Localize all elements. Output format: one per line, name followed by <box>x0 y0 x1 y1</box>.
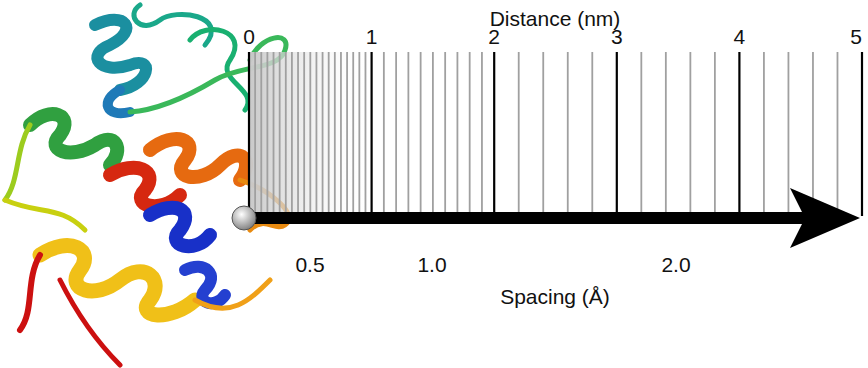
major-tick <box>861 52 863 216</box>
minor-tick <box>420 52 422 216</box>
minor-tick <box>383 52 385 216</box>
minor-tick <box>260 52 262 216</box>
minor-tick <box>328 52 330 216</box>
minor-tick <box>481 52 483 216</box>
minor-tick <box>640 52 642 216</box>
minor-tick <box>407 52 409 216</box>
minor-tick <box>763 52 765 216</box>
minor-tick <box>358 52 360 216</box>
major-tick <box>371 52 373 216</box>
major-tick <box>616 52 618 216</box>
axis-arrow-shaft <box>248 212 808 224</box>
spacing-label: 2.0 <box>661 254 690 275</box>
minor-tick <box>254 52 256 216</box>
minor-tick <box>591 52 593 216</box>
minor-tick <box>346 52 348 216</box>
protein-ribbon <box>5 5 289 365</box>
tick-label: 5 <box>850 26 862 47</box>
minor-tick <box>714 52 716 216</box>
major-tick <box>248 52 250 216</box>
minor-tick <box>518 52 520 216</box>
minor-tick <box>812 52 814 216</box>
minor-tick <box>837 52 839 216</box>
axis-title: Distance (nm) <box>490 8 621 29</box>
minor-tick <box>303 52 305 216</box>
minor-tick <box>316 52 318 216</box>
minor-tick <box>395 52 397 216</box>
minor-tick <box>297 52 299 216</box>
minor-tick <box>444 52 446 216</box>
minor-tick <box>309 52 311 216</box>
minor-tick <box>432 52 434 216</box>
shaded-region <box>249 52 371 218</box>
minor-tick <box>469 52 471 216</box>
minor-tick <box>542 52 544 216</box>
minor-tick <box>665 52 667 216</box>
axis-title: Spacing (Å) <box>500 286 610 307</box>
tick-label: 4 <box>734 26 746 47</box>
minor-tick <box>365 52 367 216</box>
spacing-label: 0.5 <box>295 254 324 275</box>
minor-tick <box>689 52 691 216</box>
origin-sphere <box>232 206 256 230</box>
minor-tick <box>334 52 336 216</box>
minor-tick <box>291 52 293 216</box>
minor-tick <box>273 52 275 216</box>
ruler-ticks <box>249 52 862 216</box>
tick-label: 2 <box>488 26 500 47</box>
major-tick <box>738 52 740 216</box>
minor-tick <box>352 52 354 216</box>
minor-tick <box>266 52 268 216</box>
minor-tick <box>567 52 569 216</box>
minor-tick <box>457 52 459 216</box>
minor-tick <box>788 52 790 216</box>
minor-tick <box>279 52 281 216</box>
minor-tick <box>340 52 342 216</box>
minor-tick <box>322 52 324 216</box>
axis-arrowhead <box>790 188 860 248</box>
tick-label: 0 <box>243 26 255 47</box>
tick-label: 1 <box>366 26 378 47</box>
tick-label: 3 <box>611 26 623 47</box>
minor-tick <box>285 52 287 216</box>
spacing-label: 1.0 <box>417 254 446 275</box>
major-tick <box>493 52 495 216</box>
